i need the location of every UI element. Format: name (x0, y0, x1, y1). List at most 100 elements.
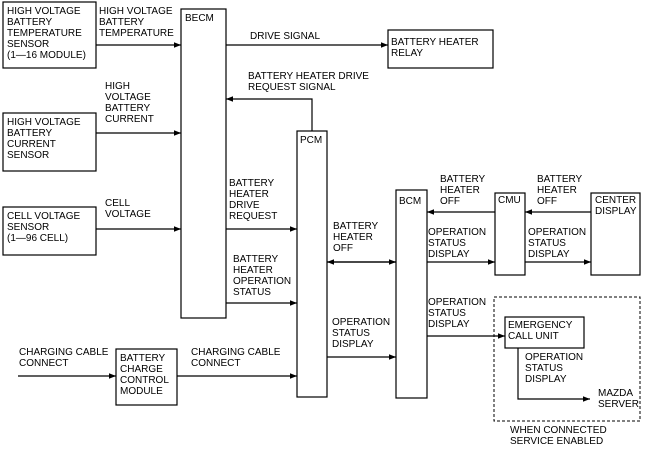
text-line: CURRENT (7, 139, 56, 150)
text-line: BATTERY HEATER DRIVE (248, 71, 369, 82)
text-line: STATUS (525, 363, 563, 374)
arrow-ecall-to-mazda-server (517, 348, 590, 402)
text-line: DISPLAY (428, 319, 470, 330)
text-line: BATTERY (229, 178, 275, 189)
text-line: CHARGE (120, 364, 163, 375)
cell-voltage-sensor-box (2, 206, 97, 256)
text-line: BCM (399, 196, 421, 207)
text-line: HIGH VOLTAGE (7, 117, 81, 128)
text-line: RELAY (391, 48, 423, 59)
text-line: SENSOR (7, 39, 49, 50)
text-line: OPERATION (428, 227, 486, 238)
text-line: CENTER (595, 195, 636, 206)
bcm-box (395, 189, 428, 399)
text-line: SENSOR (7, 150, 49, 161)
text-line: DRIVE (229, 200, 260, 211)
hv-current-sensor-box (2, 112, 97, 172)
text-line: DISPLAY (525, 374, 567, 385)
text-line: MODULE (120, 386, 163, 397)
text-line: VOLTAGE (105, 209, 151, 220)
text-line: CURRENT (105, 114, 154, 125)
text-line: PCM (300, 135, 322, 146)
text-line: TEMPERATURE (7, 28, 82, 39)
text-line: SENSOR (7, 222, 49, 233)
text-line: BATTERY (7, 17, 53, 28)
text-line: OPERATION (525, 352, 583, 363)
hv-temp-sensor-box (2, 1, 97, 69)
text-line: DISPLAY (428, 249, 470, 260)
text-line: CONTROL (120, 375, 169, 386)
text-line: (1—96 CELL) (7, 233, 68, 244)
emergency-call-unit-box (504, 316, 585, 349)
text-line: HIGH VOLTAGE (7, 6, 81, 17)
text-line: BATTERY (440, 174, 486, 185)
arrow-heater-drive-request-signal (226, 96, 313, 131)
text-line: OFF (333, 243, 353, 254)
text-line: CELL (105, 198, 130, 209)
text-line: CELL VOLTAGE (7, 211, 81, 222)
text-line: HEATER (440, 185, 480, 196)
center-display-box (590, 192, 641, 276)
text-line: TEMPERATURE (99, 28, 174, 39)
battery-charge-control-module-box (115, 348, 178, 406)
text-line: OPERATION (428, 297, 486, 308)
becm-label: BECM (185, 13, 214, 24)
cmu-box (494, 192, 526, 276)
text-line: SERVER (598, 399, 639, 410)
pcm-box (296, 130, 328, 398)
text-line: DRIVE SIGNAL (250, 31, 320, 42)
text-line: HEATER (229, 189, 269, 200)
text-line: HIGH (105, 81, 130, 92)
text-line: HIGH VOLTAGE (99, 6, 173, 17)
text-line: STATUS (233, 287, 271, 298)
text-line: OFF (440, 196, 460, 207)
text-line: OPERATION (528, 227, 586, 238)
text-line: OFF (537, 196, 557, 207)
text-line: BATTERY (99, 17, 145, 28)
text-line: BATTERY (537, 174, 583, 185)
text-line: VOLTAGE (105, 92, 151, 103)
text-line: DISPLAY (528, 249, 570, 260)
text-line: STATUS (332, 328, 370, 339)
text-line: WHEN CONNECTED (510, 425, 607, 436)
text-line: HEATER (333, 232, 373, 243)
bcm-label: BCM (399, 196, 421, 207)
text-line: HEATER (537, 185, 577, 196)
becm-box (180, 8, 227, 319)
text-line: STATUS (428, 308, 466, 319)
connected-service-region (493, 296, 641, 422)
text-line: REQUEST SIGNAL (248, 82, 336, 93)
text-line: BATTERY HEATER (391, 37, 479, 48)
text-line: BATTERY (233, 254, 279, 265)
text-line: DISPLAY (332, 339, 374, 350)
text-line: CONNECT (191, 358, 240, 369)
cmu-label: CMU (498, 195, 521, 206)
text-line: BATTERY (7, 128, 53, 139)
text-line: CHARGING CABLE (191, 347, 281, 358)
text-line: BATTERY (333, 221, 379, 232)
text-line: BECM (185, 13, 214, 24)
text-line: STATUS (528, 238, 566, 249)
text-line: BATTERY (120, 353, 166, 364)
text-line: SERVICE ENABLED (510, 436, 603, 447)
text-line: CHARGING CABLE (19, 347, 109, 358)
text-line: STATUS (428, 238, 466, 249)
text-line: MAZDA (598, 388, 633, 399)
text-line: (1—16 MODULE) (7, 50, 86, 61)
